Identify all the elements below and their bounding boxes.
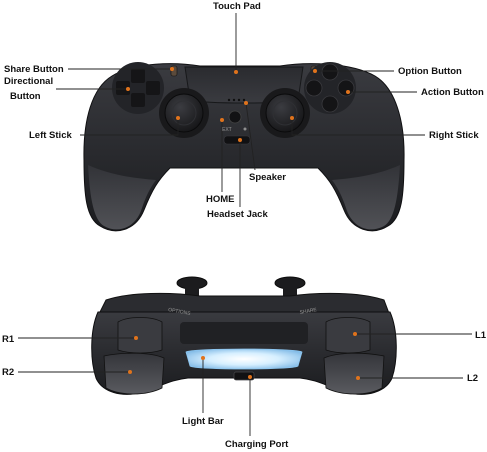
speaker-grille	[227, 98, 246, 102]
action-button-right[interactable]	[337, 79, 355, 97]
left-stick[interactable]	[159, 88, 209, 138]
charging-port-label: Charging Port	[225, 439, 289, 450]
action-button-left[interactable]	[305, 79, 323, 97]
action-button-bottom[interactable]	[321, 95, 339, 113]
option-button-label: Option Button	[398, 66, 462, 77]
right-grip-top	[332, 165, 400, 230]
light-bar	[185, 348, 303, 370]
front-callouts: R1 R2 L1 L2 Light Bar Charging Port	[2, 330, 487, 450]
r2-trigger[interactable]	[103, 352, 165, 395]
l2-label: L2	[467, 373, 478, 384]
directional-label-line1: Directional	[4, 76, 53, 87]
controller-front-view: OPTIONS SHARE	[91, 276, 397, 395]
headset-jack-label: Headset Jack	[207, 209, 268, 220]
right-stick-label: Right Stick	[429, 130, 479, 141]
home-label: HOME	[206, 194, 235, 205]
controller-top-view: EXT	[83, 62, 405, 232]
l1-label: L1	[475, 330, 487, 341]
speaker-label: Speaker	[249, 172, 286, 183]
mic-icon	[243, 127, 247, 131]
share-marking: SHARE	[299, 307, 318, 316]
ext-marking: EXT	[222, 127, 232, 133]
directional-label-line2: Button	[10, 91, 41, 102]
front-panel	[180, 322, 308, 344]
r1-button[interactable]	[117, 317, 163, 354]
action-button-label: Action Button	[421, 87, 484, 98]
headset-jack[interactable]	[223, 135, 251, 145]
left-grip-top	[88, 165, 156, 230]
home-button[interactable]	[228, 110, 242, 124]
l1-button[interactable]	[325, 317, 371, 354]
r2-label: R2	[2, 367, 14, 378]
action-button-top[interactable]	[321, 63, 339, 81]
controller-top-rim	[97, 292, 391, 317]
left-stick-label: Left Stick	[29, 130, 72, 141]
r1-label: R1	[2, 334, 15, 345]
right-stick[interactable]	[260, 88, 310, 138]
touch-pad-label: Touch Pad	[213, 1, 261, 12]
top-callouts: Touch Pad Share Button Directional Butto…	[4, 1, 484, 220]
l2-trigger[interactable]	[323, 352, 385, 395]
share-button-label: Share Button	[4, 64, 64, 75]
options-marking: OPTIONS	[168, 307, 192, 317]
directional-pad[interactable]	[112, 62, 164, 114]
light-bar-label: Light Bar	[182, 416, 224, 427]
action-buttons[interactable]	[304, 62, 356, 114]
